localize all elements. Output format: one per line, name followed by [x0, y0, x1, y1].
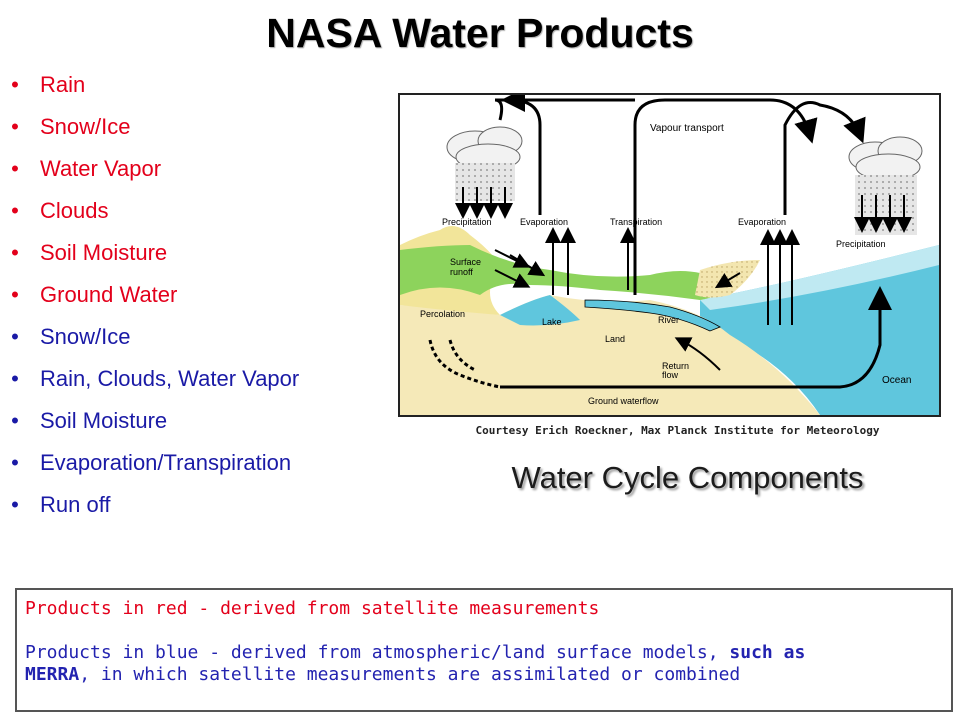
bullet-icon: • [11, 156, 19, 181]
bullet-icon: • [11, 492, 19, 517]
label-flow: flow [662, 370, 679, 380]
green-vegetation [400, 245, 723, 300]
legend-red-text: Products in red - derived from satellite… [25, 598, 600, 619]
product-label: Rain, Clouds, Water Vapor [40, 366, 300, 391]
label-surface: Surface [450, 257, 481, 267]
bullet-icon: • [11, 240, 19, 265]
label-percolation: Percolation [420, 309, 465, 319]
bullet-icon: • [11, 114, 19, 139]
label-precipitation-right: Precipitation [836, 239, 886, 249]
legend-blue-sep: , [707, 642, 730, 663]
product-item: • Snow/Ice [0, 316, 299, 358]
precip-arrows-right [854, 195, 912, 233]
ocean-surface-band [700, 245, 939, 310]
product-label: Snow/Ice [40, 324, 131, 349]
legend-blue-text-a: Products in blue - derived from atmosphe… [25, 642, 708, 663]
bullet-icon: • [11, 282, 19, 307]
product-item: • Ground Water [0, 274, 299, 316]
precip-arrows-left [455, 187, 513, 219]
products-list: • Rain • Snow/Ice • Water Vapor • Clouds • Soil M… [0, 64, 299, 526]
product-label: Rain [40, 72, 86, 97]
product-item: • Rain, Clouds, Water Vapor [0, 358, 299, 400]
product-item: • Snow/Ice [0, 106, 299, 148]
bullet-icon: • [11, 72, 19, 97]
product-label: Snow/Ice [40, 114, 131, 139]
label-runoff: runoff [450, 267, 473, 277]
label-lake: Lake [542, 317, 562, 327]
lake [500, 295, 580, 326]
legend-blue-bold-such: such as [729, 642, 806, 663]
bullet-icon: • [11, 450, 19, 475]
label-land: Land [605, 334, 625, 344]
vapour-arc-main [633, 98, 818, 295]
product-item: • Soil Moisture [0, 400, 299, 442]
diagram-caption: Water Cycle Components [511, 460, 864, 495]
product-item: • Clouds [0, 190, 299, 232]
label-ocean: Ocean [882, 375, 911, 386]
cloud-left [446, 126, 523, 201]
bullet-icon: • [11, 198, 19, 223]
legend-red-line: Products in red - derived from satellite… [25, 598, 943, 620]
product-label: Soil Moisture [40, 408, 168, 433]
label-return: Return [662, 361, 689, 371]
product-item: • Run off [0, 484, 299, 526]
product-item: • Water Vapor [0, 148, 299, 190]
label-evaporation-right: Evaporation [738, 217, 786, 227]
vapour-arc-right [783, 101, 866, 215]
water-cycle-illustration: Vapour transport Precipitation Evaporati… [400, 95, 939, 415]
legend-blue-text-c: , in which satellite measurements are as… [79, 664, 741, 685]
legend-box: Products in red - derived from satellite… [15, 588, 953, 712]
percolation-dashed-2 [448, 339, 476, 372]
label-ground-waterflow: Ground waterflow [588, 396, 659, 406]
cloud-right [848, 136, 923, 235]
percolation-dashed [428, 339, 501, 389]
bullet-icon: • [11, 366, 19, 391]
product-label: Water Vapor [40, 156, 162, 181]
ground-waterflow-arrow [500, 286, 892, 389]
legend-blue-bold-merra: MERRA [25, 664, 80, 685]
evap-arrows-right [760, 229, 800, 325]
label-vapour-transport: Vapour transport [650, 123, 724, 134]
product-label: Clouds [40, 198, 109, 223]
product-item: • Soil Moisture [0, 232, 299, 274]
label-river: River [658, 315, 679, 325]
image-credit: Courtesy Erich Roeckner, Max Planck Inst… [475, 424, 880, 437]
legend-blue-line: Products in blue - derived from atmosphe… [25, 642, 943, 686]
label-transpiration: Transpiration [610, 217, 662, 227]
label-precipitation-left: Precipitation [442, 217, 492, 227]
product-item: • Rain [0, 64, 299, 106]
bullet-icon: • [11, 408, 19, 433]
label-evaporation-left: Evaporation [520, 217, 568, 227]
runoff-arrows [494, 249, 741, 289]
return-flow-arrow [674, 337, 721, 371]
product-label: Run off [40, 492, 111, 517]
evap-arrows-left [545, 227, 576, 295]
product-label: Soil Moisture [40, 240, 168, 265]
product-label: Evaporation/Transpiration [40, 450, 292, 475]
river [584, 299, 721, 332]
page-title: NASA Water Products [266, 10, 694, 56]
water-cycle-diagram: Vapour transport Precipitation Evaporati… [398, 93, 941, 417]
product-item: • Evaporation/Transpiration [0, 442, 299, 484]
product-label: Ground Water [40, 282, 178, 307]
bullet-icon: • [11, 324, 19, 349]
